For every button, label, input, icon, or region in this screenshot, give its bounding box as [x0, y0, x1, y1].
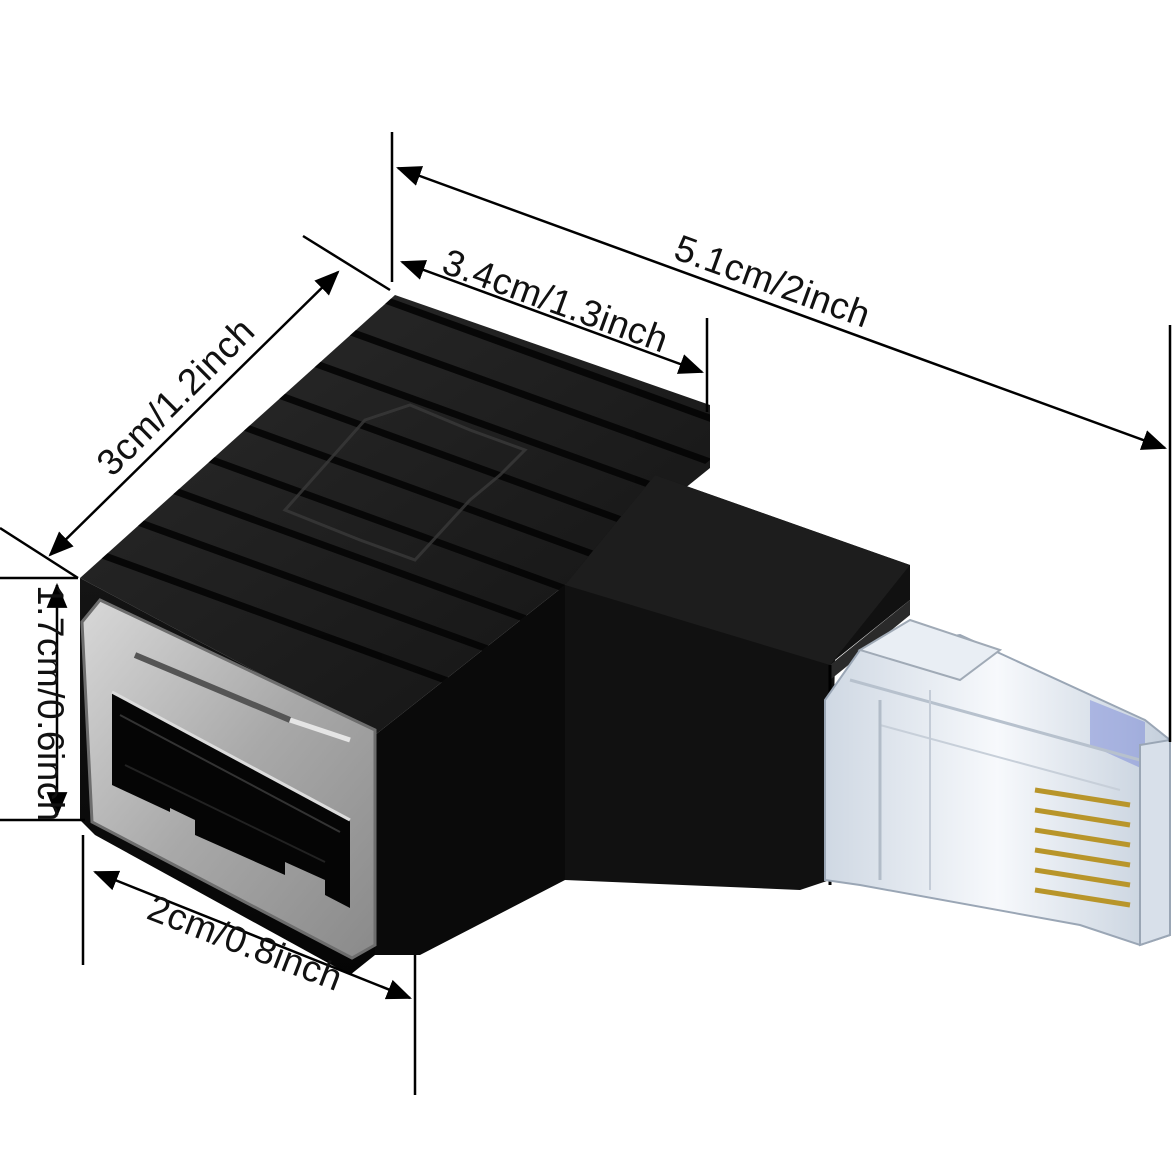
arrow-body-length	[400, 260, 704, 374]
arrow-depth	[48, 270, 340, 557]
adapter-side-face	[375, 585, 565, 955]
label-total-length: 5.1cm/2inch	[669, 227, 876, 336]
dimension-lines	[0, 132, 1172, 1095]
label-port-height: 1.7cm/0.6inch	[30, 585, 71, 822]
rj45-socket	[80, 598, 377, 960]
plug-housing-top	[565, 475, 910, 665]
plug-housing-end	[830, 600, 910, 680]
arrow-port-width	[93, 870, 412, 1000]
rj45-plug	[824, 618, 1171, 947]
plug-contacts	[1034, 787, 1131, 908]
socket-opening	[112, 692, 350, 908]
arrow-total-length	[396, 166, 1167, 450]
